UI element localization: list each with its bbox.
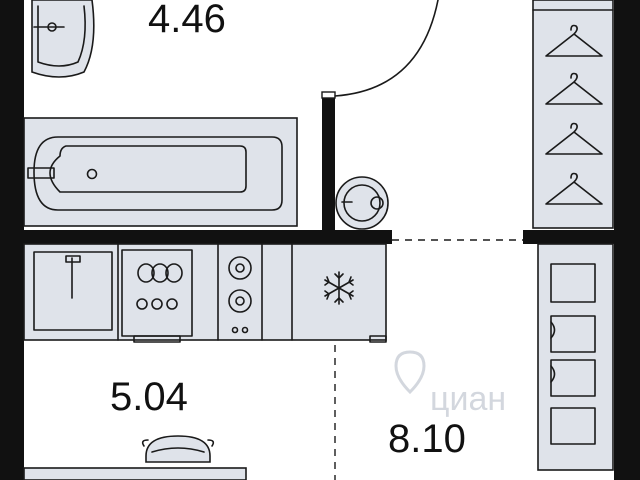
shelving-unit [537,243,614,471]
location-pin-icon [394,350,426,395]
hanger-icon [545,172,603,205]
wardrobe-wall [523,230,614,244]
washing-machine [335,176,389,230]
bathtub [23,117,298,227]
area-label-living: 8.10 [388,417,466,461]
hob [121,249,193,343]
fridge [324,271,387,343]
snowflake-icon [324,271,354,305]
bathroom-right-wall [322,96,335,244]
area-label-bathroom: 4.46 [148,0,226,41]
dining-table [23,467,247,480]
sink [31,0,95,78]
hanger-icon [545,122,603,155]
bathroom-bottom-wall [24,230,392,244]
right-outer-wall [614,0,640,480]
area-label-kitchen: 5.04 [110,375,188,419]
watermark: циан [394,350,506,418]
bathroom-door [321,0,439,99]
hanger-icon [545,24,603,57]
kitchen-sink [33,251,113,331]
oven [228,256,252,334]
wardrobe [532,0,614,229]
dining-chair [141,435,215,463]
watermark-text: циан [430,380,506,418]
hanger-icon [545,72,603,105]
left-outer-wall [0,0,24,480]
